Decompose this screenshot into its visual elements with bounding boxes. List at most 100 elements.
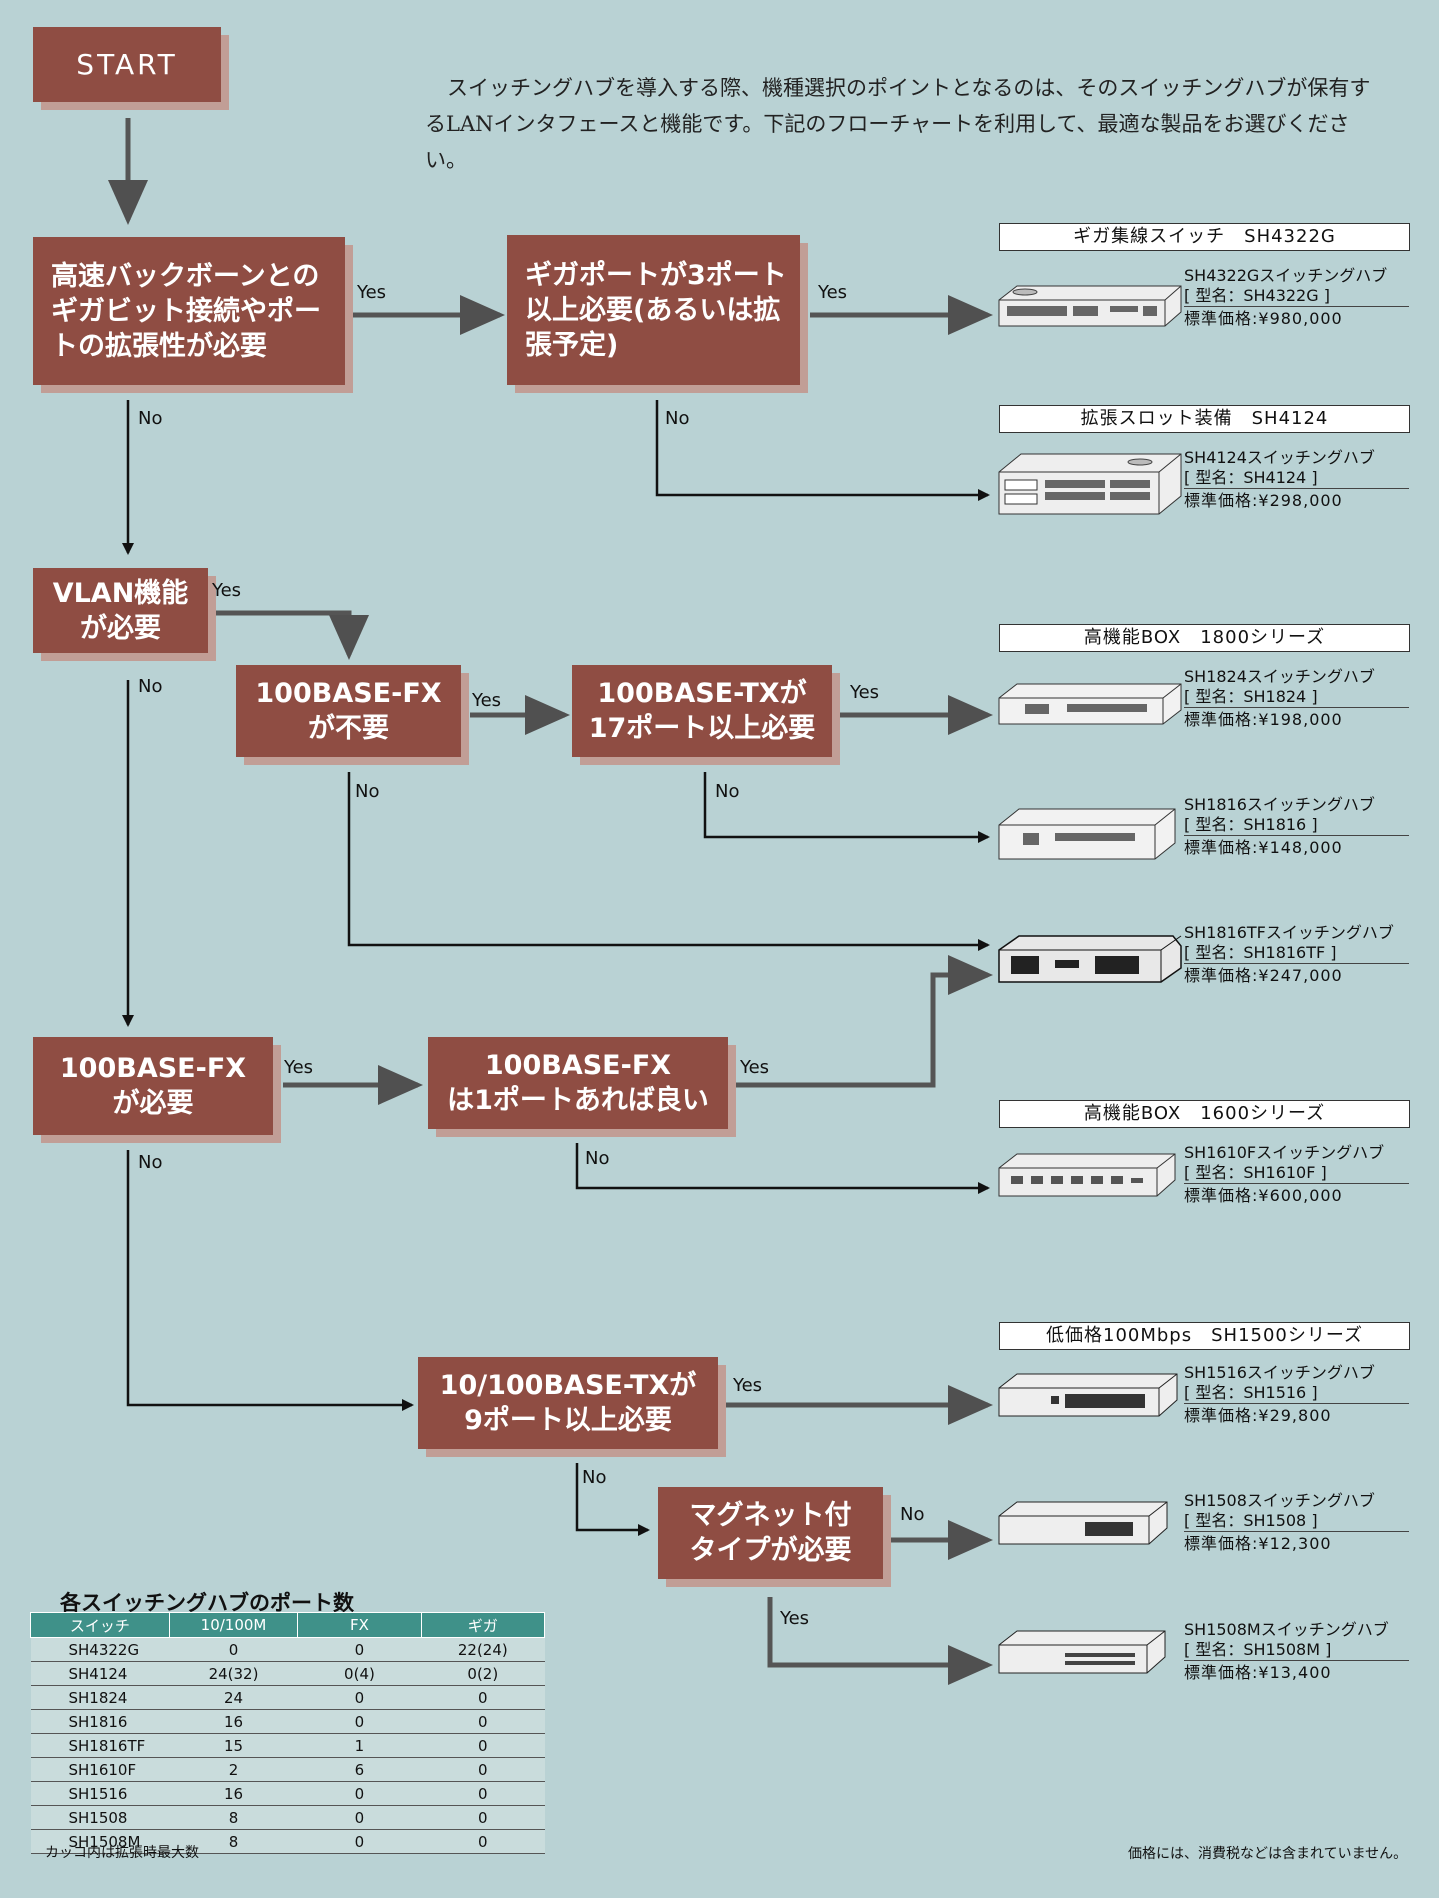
table-cell: 24(32) bbox=[169, 1661, 298, 1686]
table-cell: 0 bbox=[297, 1781, 422, 1806]
no-label: No bbox=[900, 1504, 925, 1525]
product-name: SH1508スイッチングハブ bbox=[1184, 1491, 1375, 1510]
switch-sh1610f-image bbox=[998, 1153, 1176, 1197]
table-cell: 16 bbox=[169, 1781, 298, 1806]
no-label: No bbox=[715, 781, 740, 802]
switch-sh4322g-image bbox=[998, 285, 1182, 327]
product-model: [ 型名：SH1816TF ] bbox=[1184, 943, 1409, 964]
table-header: スイッチ bbox=[30, 1612, 170, 1638]
table-cell: SH1508 bbox=[30, 1805, 170, 1830]
switch-sh1508-image bbox=[998, 1501, 1168, 1545]
table-cell: SH4322G bbox=[30, 1637, 170, 1662]
product-sh1816: SH1816スイッチングハブ [ 型名：SH1816 ] 標準価格:¥148,0… bbox=[1184, 795, 1409, 858]
decision-gigabit-backbone: 高速バックボーンとの ギガビット接続やポー トの拡張性が必要 bbox=[33, 237, 345, 385]
table-cell: SH1610F bbox=[30, 1757, 170, 1782]
product-sh1508: SH1508スイッチングハブ [ 型名：SH1508 ] 標準価格:¥12,30… bbox=[1184, 1491, 1409, 1554]
product-sh1824: SH1824スイッチングハブ [ 型名：SH1824 ] 標準価格:¥198,0… bbox=[1184, 667, 1409, 730]
table-header-row: スイッチ 10/100M FX ギガ bbox=[30, 1612, 546, 1638]
category-sh4322g: ギガ集線スイッチ SH4322G bbox=[999, 223, 1410, 251]
table-cell: 1 bbox=[297, 1733, 422, 1758]
product-name: SH1610Fスイッチングハブ bbox=[1184, 1143, 1385, 1162]
product-price: 標準価格:¥600,000 bbox=[1184, 1186, 1343, 1205]
product-name: SH1516スイッチングハブ bbox=[1184, 1363, 1375, 1382]
no-label: No bbox=[138, 408, 163, 429]
switch-sh1816-image bbox=[998, 808, 1176, 860]
table-cell: 0 bbox=[297, 1709, 422, 1734]
product-model: [ 型名：SH4322G ] bbox=[1184, 286, 1409, 307]
table-header: FX bbox=[297, 1612, 422, 1638]
table-header: ギガ bbox=[420, 1612, 546, 1638]
decision-fx-1port: 100BASE-FX は1ポートあれば良い bbox=[428, 1037, 728, 1129]
decision-vlan: VLAN機能 が必要 bbox=[33, 568, 208, 653]
table-cell: 0 bbox=[297, 1805, 422, 1830]
switch-sh1816tf-image bbox=[998, 935, 1182, 983]
category-1800-series: 高機能BOX 1800シリーズ bbox=[999, 624, 1410, 652]
table-cell: SH1516 bbox=[30, 1781, 170, 1806]
table-cell: 0 bbox=[297, 1685, 422, 1710]
table-cell: 0 bbox=[421, 1709, 545, 1734]
table-cell: 6 bbox=[297, 1757, 422, 1782]
no-label: No bbox=[138, 676, 163, 697]
decision-giga-3ports: ギガポートが3ポート 以上必要(あるいは拡 張予定) bbox=[507, 235, 800, 385]
category-1500-series: 低価格100Mbps SH1500シリーズ bbox=[999, 1322, 1410, 1350]
product-model: [ 型名：SH1816 ] bbox=[1184, 815, 1409, 836]
table-cell: 0 bbox=[297, 1637, 422, 1662]
product-name: SH4124スイッチングハブ bbox=[1184, 448, 1375, 467]
yes-label: Yes bbox=[284, 1057, 314, 1078]
table-header: 10/100M bbox=[168, 1612, 299, 1638]
table-cell: 8 bbox=[169, 1829, 298, 1854]
product-name: SH1816スイッチングハブ bbox=[1184, 795, 1375, 814]
product-price: 標準価格:¥247,000 bbox=[1184, 966, 1343, 985]
category-sh4124: 拡張スロット装備 SH4124 bbox=[999, 405, 1410, 433]
product-sh1516: SH1516スイッチングハブ [ 型名：SH1516 ] 標準価格:¥29,80… bbox=[1184, 1363, 1409, 1426]
table-cell: 8 bbox=[169, 1805, 298, 1830]
table-cell: SH1824 bbox=[30, 1685, 170, 1710]
table-cell: 0 bbox=[421, 1685, 545, 1710]
product-name: SH1824スイッチングハブ bbox=[1184, 667, 1375, 686]
product-model: [ 型名：SH1508 ] bbox=[1184, 1511, 1409, 1532]
no-label: No bbox=[585, 1148, 610, 1169]
switch-sh4124-image bbox=[998, 453, 1182, 515]
product-price: 標準価格:¥13,400 bbox=[1184, 1663, 1332, 1682]
table-cell: 2 bbox=[169, 1757, 298, 1782]
table-cell: SH4124 bbox=[30, 1661, 170, 1686]
switch-sh1508m-image bbox=[998, 1630, 1166, 1674]
no-label: No bbox=[665, 408, 690, 429]
product-name: SH1816TFスイッチングハブ bbox=[1184, 923, 1394, 942]
table-cell: SH1816TF bbox=[30, 1733, 170, 1758]
yes-label: Yes bbox=[850, 682, 880, 703]
product-model: [ 型名：SH1610F ] bbox=[1184, 1163, 1409, 1184]
decision-fx-not-needed: 100BASE-FX が不要 bbox=[236, 665, 461, 757]
product-price: 標準価格:¥148,000 bbox=[1184, 838, 1343, 857]
product-price: 標準価格:¥198,000 bbox=[1184, 710, 1343, 729]
table-cell: 22(24) bbox=[421, 1637, 545, 1662]
product-sh1610f: SH1610Fスイッチングハブ [ 型名：SH1610F ] 標準価格:¥600… bbox=[1184, 1143, 1409, 1206]
no-label: No bbox=[582, 1467, 607, 1488]
yes-label: Yes bbox=[740, 1057, 770, 1078]
decision-magnet: マグネット付 タイプが必要 bbox=[658, 1487, 883, 1579]
yes-label: Yes bbox=[472, 690, 502, 711]
product-sh1816tf: SH1816TFスイッチングハブ [ 型名：SH1816TF ] 標準価格:¥2… bbox=[1184, 923, 1409, 986]
table-note: カッコ内は拡張時最大数 bbox=[45, 1845, 199, 1861]
table-cell: 0 bbox=[297, 1829, 422, 1854]
product-price: 標準価格:¥29,800 bbox=[1184, 1406, 1332, 1425]
product-price: 標準価格:¥12,300 bbox=[1184, 1534, 1332, 1553]
no-label: No bbox=[355, 781, 380, 802]
table-cell: 0(2) bbox=[421, 1661, 545, 1686]
product-sh4124: SH4124スイッチングハブ [ 型名：SH4124 ] 標準価格:¥298,0… bbox=[1184, 448, 1409, 511]
product-model: [ 型名：SH4124 ] bbox=[1184, 468, 1409, 489]
product-name: SH1508Mスイッチングハブ bbox=[1184, 1620, 1389, 1639]
table-cell: 0 bbox=[421, 1805, 545, 1830]
table-cell: 0(4) bbox=[297, 1661, 422, 1686]
table-cell: 15 bbox=[169, 1733, 298, 1758]
switch-sh1824-image bbox=[998, 683, 1182, 725]
product-price: 標準価格:¥980,000 bbox=[1184, 309, 1343, 328]
